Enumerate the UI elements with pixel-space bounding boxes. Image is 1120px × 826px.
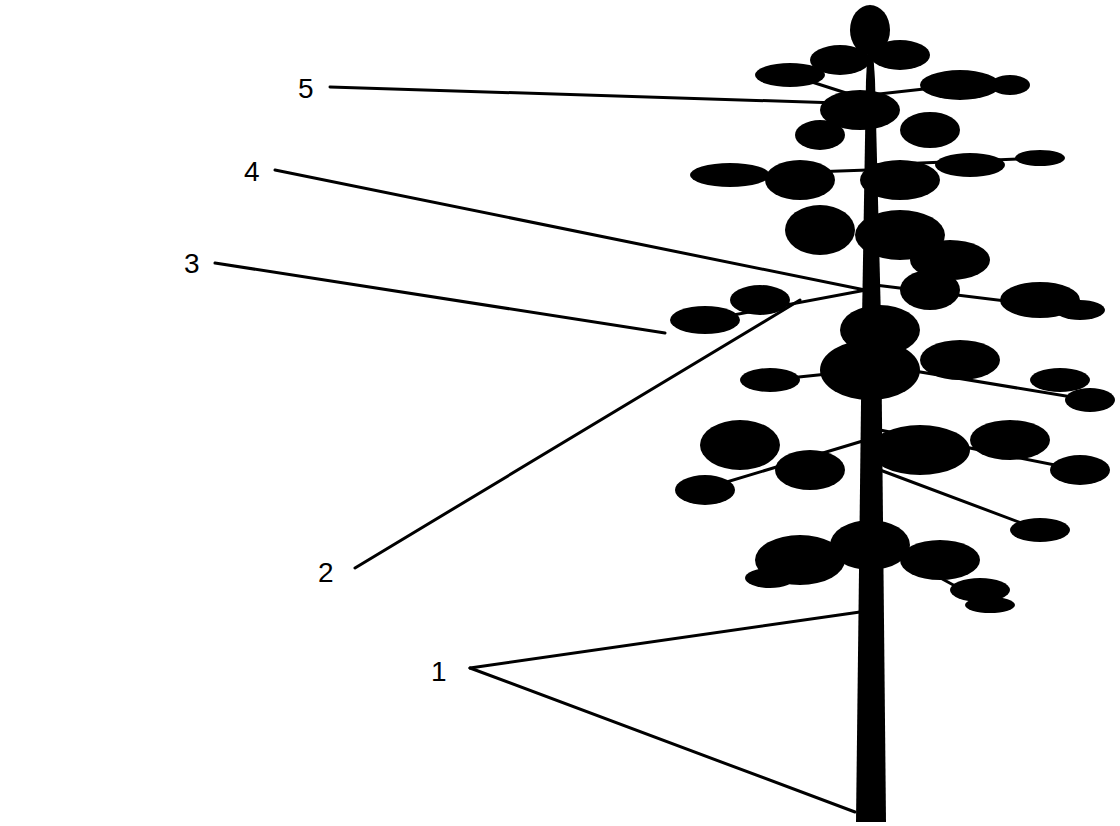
callout-number: 2: [318, 559, 334, 587]
callout-number: 4: [244, 158, 260, 186]
leader-line: [330, 87, 838, 103]
leader-line: [275, 170, 865, 290]
tree: [670, 4, 1115, 822]
callout-number: 5: [298, 75, 314, 103]
callout-number: 1: [431, 658, 447, 686]
leader-line: [355, 300, 800, 568]
leader-line: [215, 263, 665, 333]
leader-lines: [215, 87, 865, 812]
callout-number: 3: [184, 250, 200, 278]
leader-line: [470, 668, 855, 812]
leader-line: [470, 612, 860, 668]
